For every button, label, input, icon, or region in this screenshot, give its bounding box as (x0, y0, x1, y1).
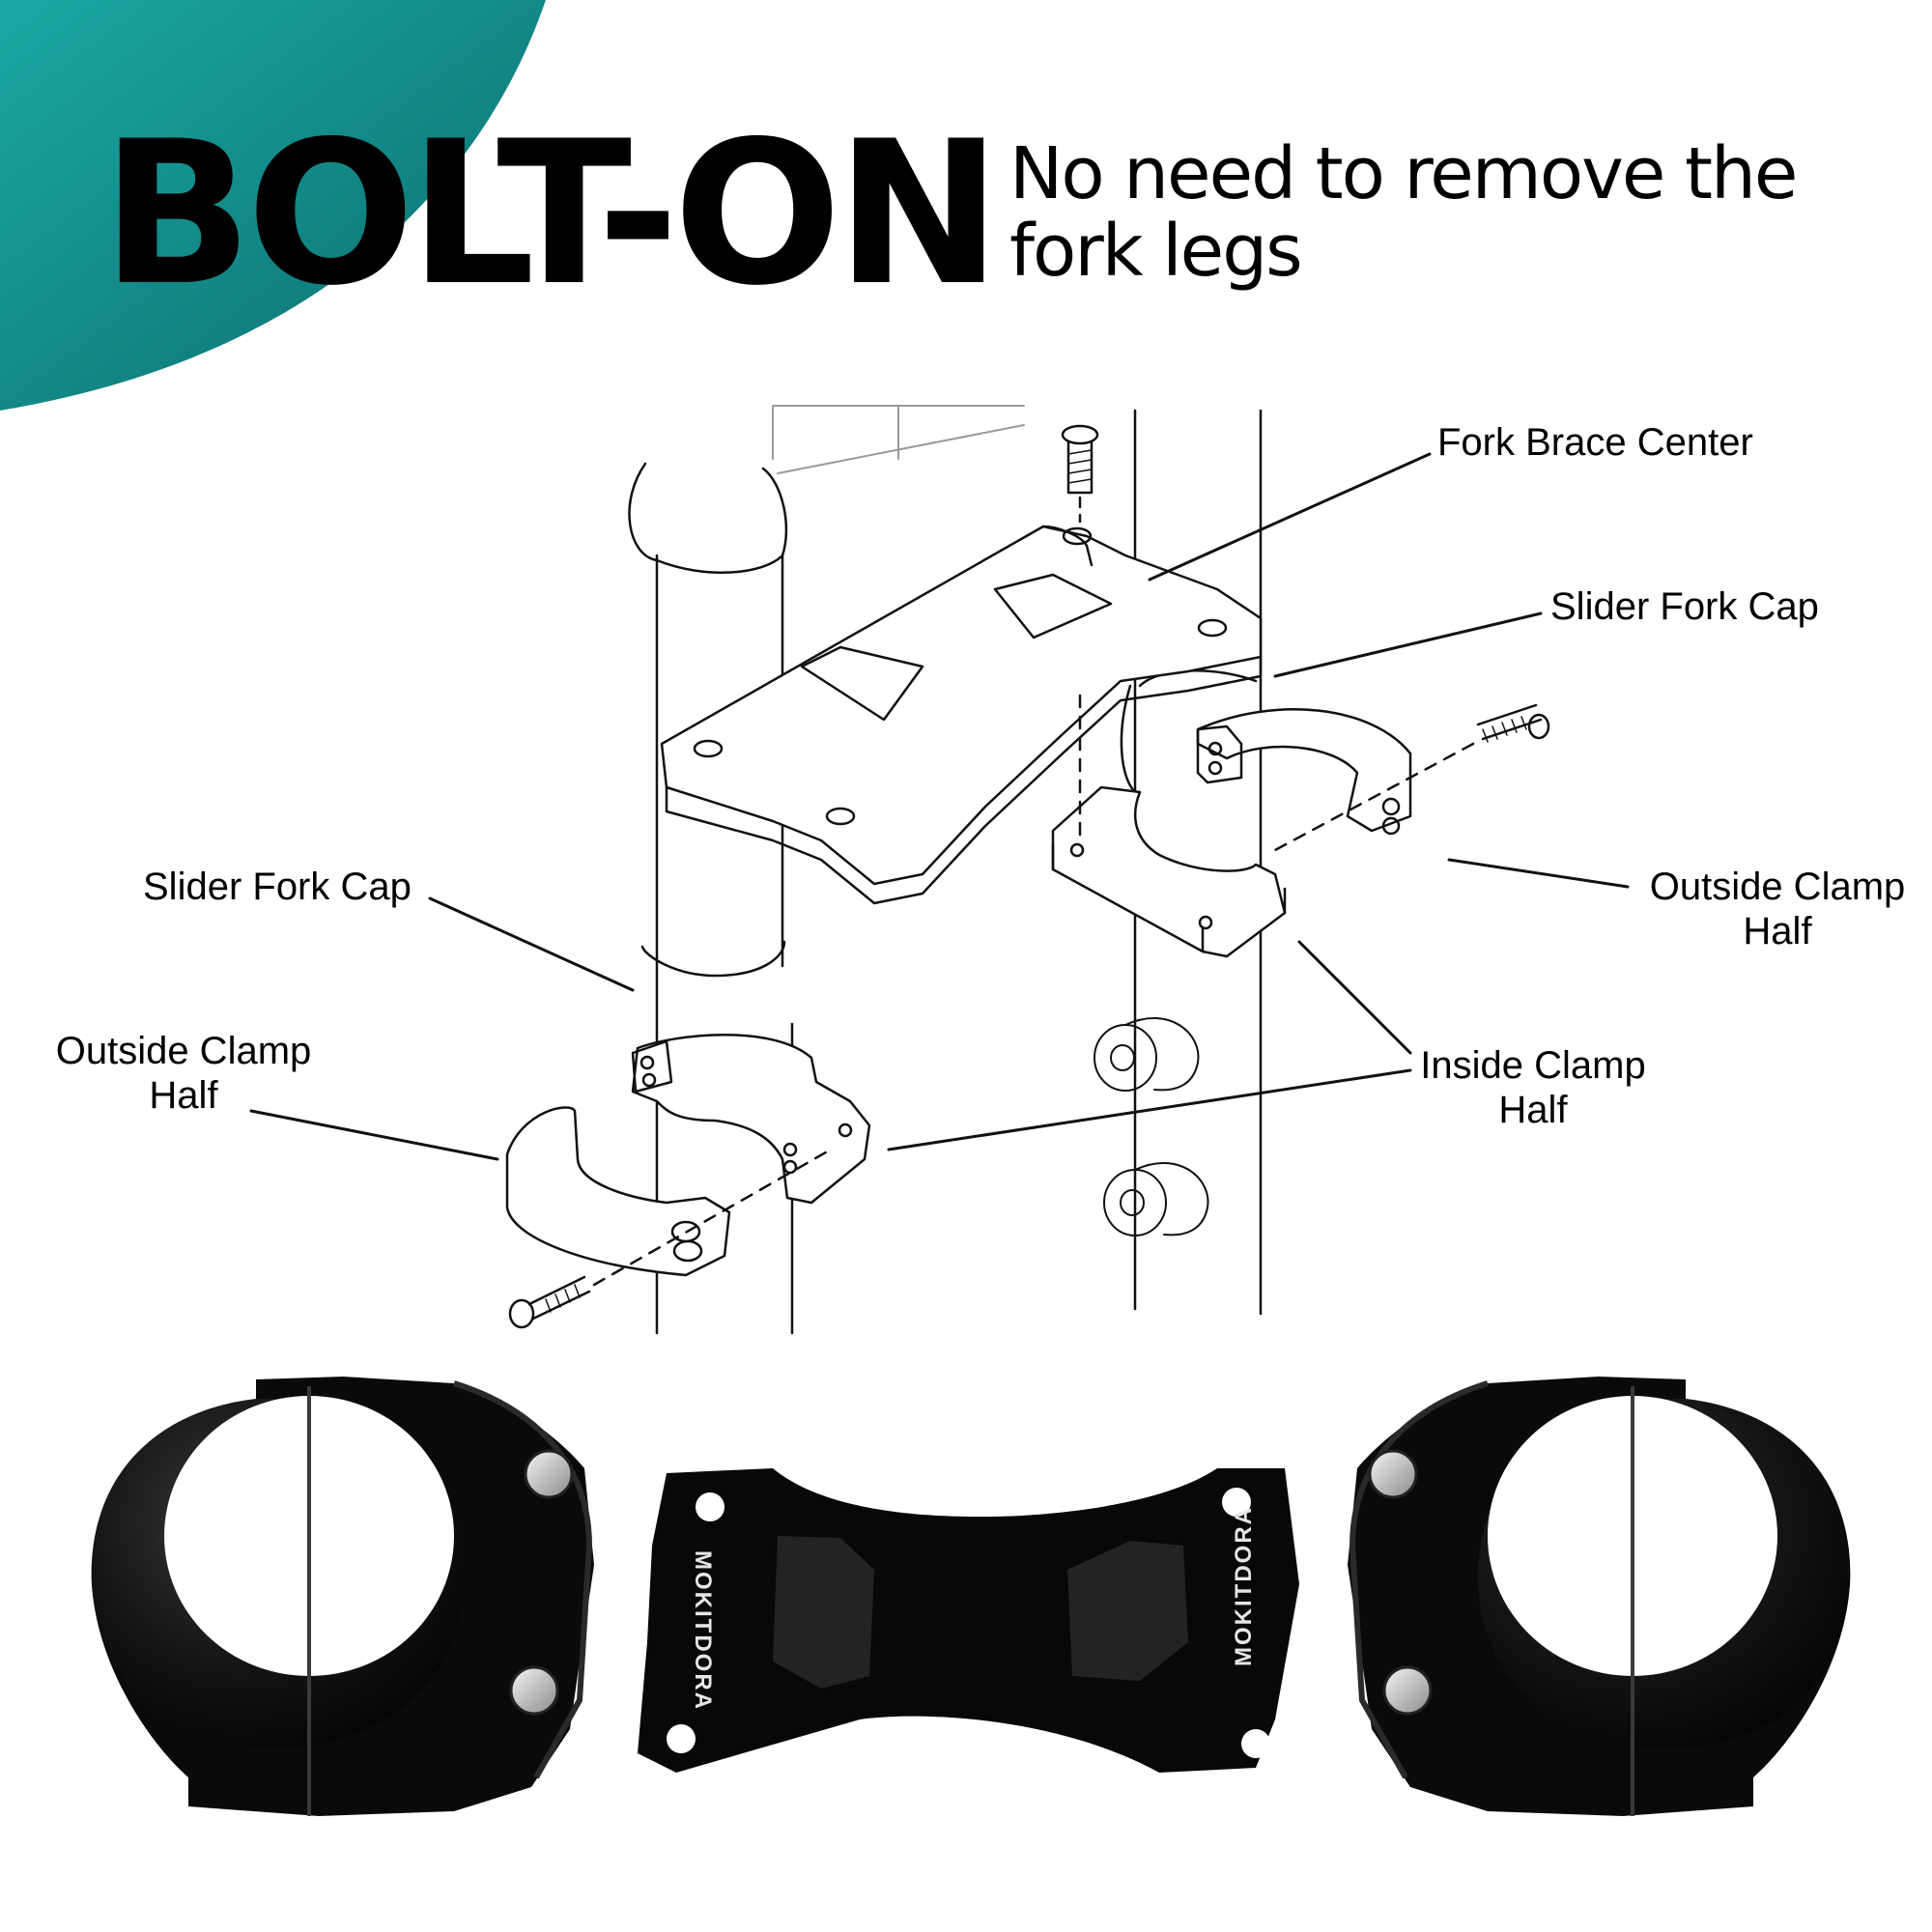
frame-outline (772, 405, 1025, 474)
leader-slider-fork-cap-right (1273, 611, 1543, 678)
label-inside-clamp: Inside Clamp Half (1412, 1043, 1654, 1132)
brace-brand-left: MOKITDORA (690, 1550, 716, 1711)
label-outside-clamp-left-line1: Outside Clamp (55, 1030, 312, 1072)
right-clamp-drawing (1051, 708, 1412, 958)
leader-inside-clamp-to-right (1297, 940, 1412, 1055)
leader-outside-clamp-left (249, 1109, 499, 1161)
right-clamp-product (1348, 1377, 1851, 1816)
exploded-diagram (249, 405, 1630, 1335)
right-clamp-bolt-bottom (1382, 1665, 1433, 1716)
headline-title: BOLT-ON (101, 99, 1002, 329)
label-outside-clamp-left-line2: Half (149, 1074, 218, 1117)
leader-slider-fork-cap-left (428, 896, 635, 992)
label-inside-clamp-line2: Half (1498, 1089, 1568, 1131)
brace-center-product: MOKITDORA MOKITDORA (638, 1468, 1299, 1773)
left-fork-top (628, 462, 788, 574)
top-screw (1061, 424, 1099, 524)
headline-subtitle: No need to remove the fork legs (1009, 135, 1879, 290)
right-clamp-bolt (1078, 694, 1550, 852)
teal-corner-shape (0, 0, 546, 411)
label-outside-clamp-left: Outside Clamp Half (39, 1029, 328, 1118)
label-inside-clamp-line1: Inside Clamp (1420, 1044, 1646, 1087)
label-slider-fork-cap-right: Slider Fork Cap (1550, 585, 1819, 628)
brace-brand-right: MOKITDORA (1231, 1506, 1257, 1666)
left-clamp-bolt (508, 1148, 833, 1329)
brace-left-recess (773, 1536, 874, 1689)
label-outside-clamp-right-line1: Outside Clamp (1649, 866, 1906, 908)
label-outside-clamp-right: Outside Clamp Half (1633, 865, 1922, 953)
brace-right-recess (1067, 1541, 1188, 1681)
product-photo: MOKITDORA MOKITDORA (91, 1377, 1851, 1816)
leader-fork-brace-center (1148, 452, 1432, 582)
right-clamp-bolt-top (1368, 1449, 1418, 1499)
label-slider-fork-cap-left: Slider Fork Cap (143, 866, 412, 908)
left-clamp-bolt-bottom (509, 1665, 559, 1716)
label-outside-clamp-right-line2: Half (1743, 910, 1812, 952)
axle-lugs (1094, 1017, 1209, 1236)
subtitle-line-1: No need to remove the (1009, 132, 1798, 215)
brace-center-drawing (660, 525, 1263, 905)
left-clamp-bolt-top (524, 1449, 574, 1499)
left-fork-taper (640, 940, 786, 978)
leader-lines (249, 452, 1630, 1161)
left-clamp-drawing (505, 1034, 871, 1277)
leader-inside-clamp-to-left (887, 1068, 1412, 1151)
subtitle-line-2: fork legs (1009, 210, 1303, 293)
label-fork-brace-center: Fork Brace Center (1437, 421, 1753, 464)
left-clamp-product (91, 1377, 595, 1816)
leader-outside-clamp-right (1447, 858, 1630, 889)
